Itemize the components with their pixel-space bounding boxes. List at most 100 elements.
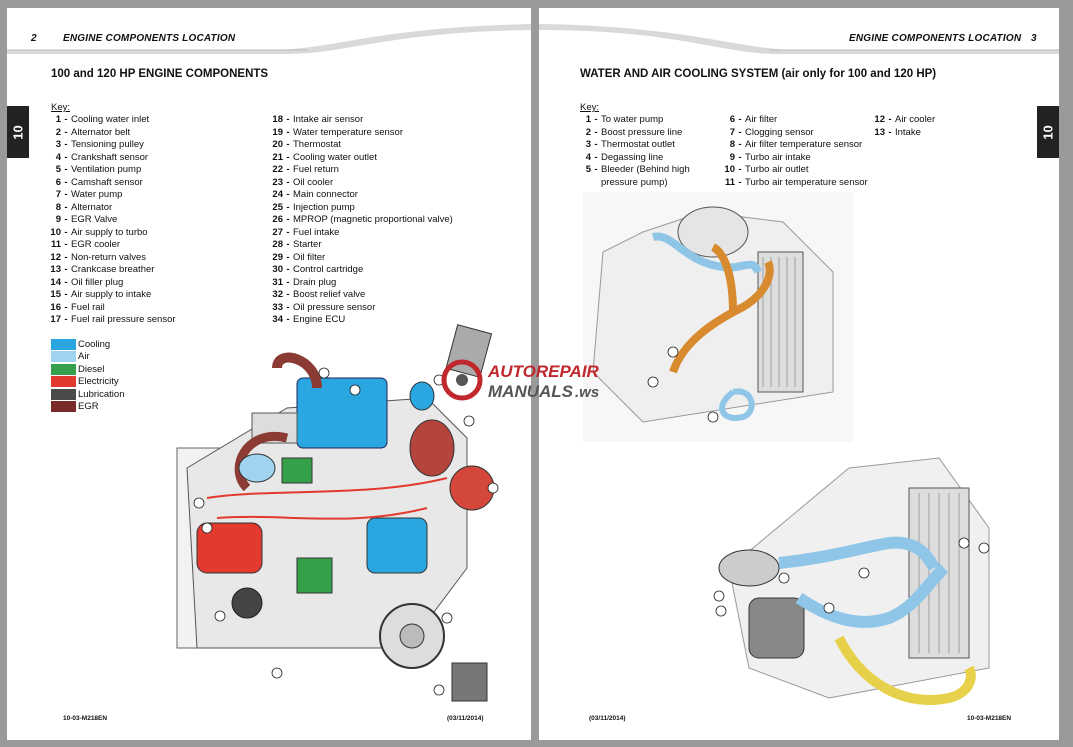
key-item-dash: - [286,276,290,288]
key-item: 33-Oil pressure sensor [267,302,453,315]
key-item-text: Boost pressure line [601,126,683,138]
legend-swatch [51,401,76,413]
key-item-text: Oil filter [293,251,326,263]
key-item-dash: - [738,176,742,188]
section-title: 100 and 120 HP ENGINE COMPONENTS [51,68,269,80]
key-item-number: 10 [50,226,61,238]
air-cooling-diagram [713,457,990,705]
key-item-number: 8 [729,139,735,150]
key-item: 10-Air supply to turbo [45,227,176,240]
key-item-dash: - [286,289,290,300]
key-item-number: 24 [272,189,283,200]
key-item-number: 33 [272,301,283,313]
key-item-dash: - [64,151,68,163]
key-item: 7-Water pump [45,189,176,202]
key-item-text: Main connector [293,189,358,200]
key-item-text: Water temperature sensor [293,126,403,138]
key-item: 13-Crankcase breather [45,264,176,277]
key-item: 15-Air supply to intake [45,289,176,302]
chapter-tab-label: 10 [1040,124,1056,140]
watermark-logo: AUTOREPAIR MANUALS .ws [440,355,640,405]
key-item-dash: - [286,139,290,150]
key-item-text: Oil filler plug [71,276,124,288]
key-item-number: 7 [729,126,735,138]
key-item-text: Degassing line [601,151,664,163]
key-item-dash: - [594,164,598,175]
chapter-tab: 10 [7,106,29,158]
key-item-dash: - [286,164,290,175]
key-item-text: Ventilation pump [71,164,142,175]
legend-item: Electricity [51,376,124,389]
key-item-number: 22 [272,164,283,175]
key-item-dash: - [286,264,290,275]
footer-date: (03/11/2014) [447,715,484,722]
legend-label: Diesel [78,363,105,375]
key-item-dash: - [286,301,290,313]
key-item-number: 14 [50,276,61,288]
key-item: 2-Alternator belt [45,127,176,140]
key-item: 9-EGR Valve [45,214,176,227]
key-item-text: Bleeder (Behind high [601,164,690,175]
key-item-dash: - [64,276,68,288]
key-item-dash: - [64,176,68,188]
legend-item: Cooling [51,338,124,351]
key-item: 10-Turbo air outlet [719,164,868,177]
key-item-dash: - [64,126,68,138]
key-item-dash: - [64,189,68,200]
legend-swatch [51,376,76,388]
svg-text:AUTOREPAIR: AUTOREPAIR [487,362,600,381]
key-item-dash: - [64,201,68,213]
key-item-text: Air supply to intake [71,289,152,300]
key-item: 6-Air filter [719,114,868,127]
key-item-number: 20 [272,139,283,150]
key-item-text: EGR Valve [71,214,118,225]
key-item-text: Control cartridge [293,264,364,275]
key-item-number: 17 [50,314,61,325]
key-item-dash: - [738,114,742,125]
key-item-text: Injection pump [293,201,355,213]
key-item-number: 23 [272,176,283,188]
key-item-dash: - [286,214,290,225]
page-number: 2 [31,33,37,44]
key-item-text: Water pump [71,189,123,200]
key-item-number: 9 [55,214,61,225]
key-item-dash: - [64,251,68,263]
key-item: 3-Tensioning pulley [45,139,176,152]
key-item-text: MPROP (magnetic proportional valve) [293,214,453,225]
key-item-dash: - [286,151,290,163]
key-item: 3-Thermostat outlet [575,139,690,152]
footer-doc-code: 10-03-M218EN [967,715,1012,722]
legend-label: Lubrication [78,388,125,400]
header-swoosh [7,24,531,54]
key-item-text: Fuel rail [71,301,105,313]
key-item: 30-Control cartridge [267,264,453,277]
key-item-number: 2 [55,126,61,138]
key-item-dash: - [286,126,290,138]
key-item-text: Intake [895,126,921,138]
key-item-dash: - [286,201,290,213]
header-title: ENGINE COMPONENTS LOCATION [63,33,236,44]
key-item-dash: - [64,164,68,175]
key-item-number: 5 [585,164,591,175]
key-item-text: Fuel return [293,164,339,175]
page-header: ENGINE COMPONENTS LOCATION 3 [539,8,1059,58]
key-item-text: Air supply to turbo [71,226,148,238]
key-item: 5-Bleeder (Behind high [575,164,690,177]
key-item: 14-Oil filler plug [45,277,176,290]
legend-item: EGR [51,401,124,414]
key-item-number: 1 [585,114,591,125]
key-item-number: 10 [724,164,735,175]
key-item: 25-Injection pump [267,202,453,215]
key-item-text: Crankcase breather [71,264,155,275]
key-item-number: 8 [55,201,61,213]
key-item-dash: - [888,126,892,138]
key-item-dash: - [64,226,68,238]
key-item: 5-Ventilation pump [45,164,176,177]
key-item-number: 15 [50,289,61,300]
key-item-dash: - [594,126,598,138]
key-item: 18-Intake air sensor [267,114,453,127]
